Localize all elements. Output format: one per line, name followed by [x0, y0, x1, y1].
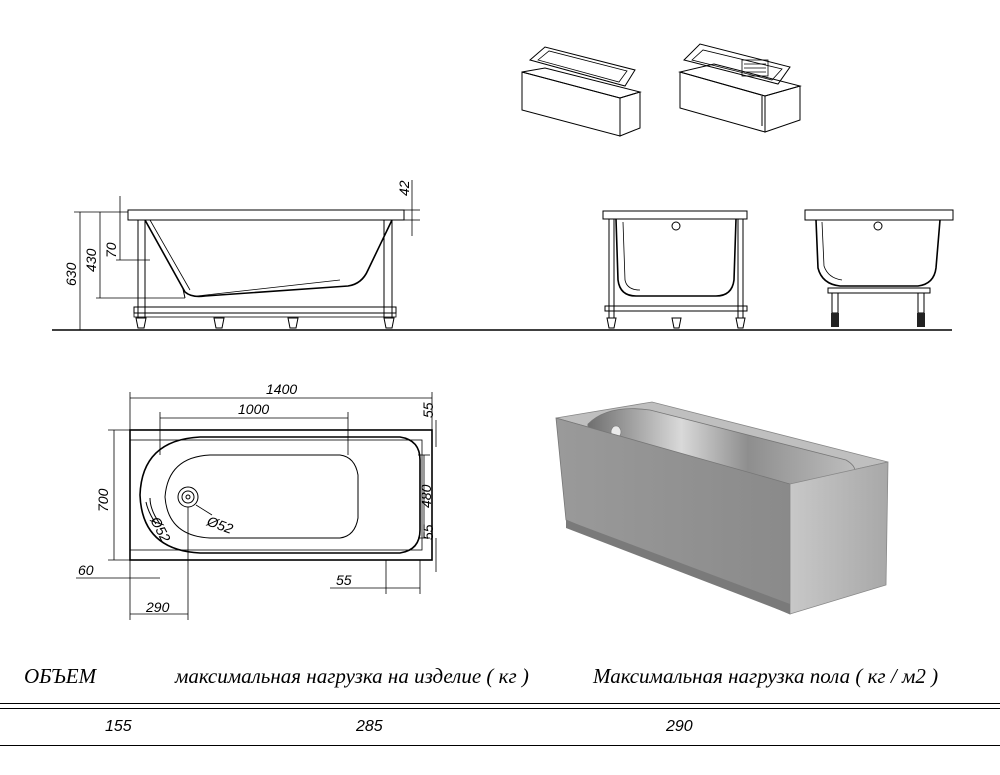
end-view-legs [804, 209, 954, 327]
bathtub-technical-drawing: 630 430 70 42 [52, 43, 960, 630]
value-max-floor-load: 290 [666, 718, 693, 735]
dim-offset-60: 60 [78, 562, 94, 578]
specs-table: ОБЪЕМ максимальная нагрузка на изделие (… [0, 640, 1000, 775]
dim-height-total: 630 [63, 262, 79, 286]
dim-height-430: 430 [83, 248, 99, 272]
divider-top-second [0, 708, 1000, 709]
thumbnail-bathtub-panel [521, 46, 642, 137]
dim-overflow-diameter: Ø52 [147, 513, 174, 545]
dim-margin-top: 55 [420, 402, 436, 418]
dim-height-70: 70 [103, 242, 119, 258]
thumbnail-bathtub-frame [678, 43, 802, 133]
dim-drain-offset: 290 [145, 599, 170, 615]
divider-bottom [0, 745, 1000, 746]
bathtub-3d-render [520, 366, 960, 630]
dim-width: 700 [95, 488, 111, 512]
header-max-load-product: максимальная нагрузка на изделие ( кг ) [175, 664, 529, 688]
dim-rim-42: 42 [396, 180, 412, 196]
header-volume: ОБЪЕМ [24, 664, 97, 688]
dim-inner-width: 480 [418, 484, 434, 508]
dim-margin-bottom: 55 [336, 572, 352, 588]
dim-drain-diameter: Ø52 [204, 512, 235, 537]
side-view [52, 180, 952, 331]
header-max-floor-load: Максимальная нагрузка пола ( кг / м2 ) [593, 664, 939, 688]
plan-view [76, 392, 437, 620]
dim-length: 1400 [266, 381, 297, 397]
dim-margin-right: 55 [420, 524, 436, 540]
value-max-load-product: 285 [356, 718, 383, 735]
divider-top [0, 703, 1000, 704]
value-volume: 155 [105, 718, 132, 735]
dim-inner-length: 1000 [238, 401, 269, 417]
end-view-frame [602, 210, 748, 329]
